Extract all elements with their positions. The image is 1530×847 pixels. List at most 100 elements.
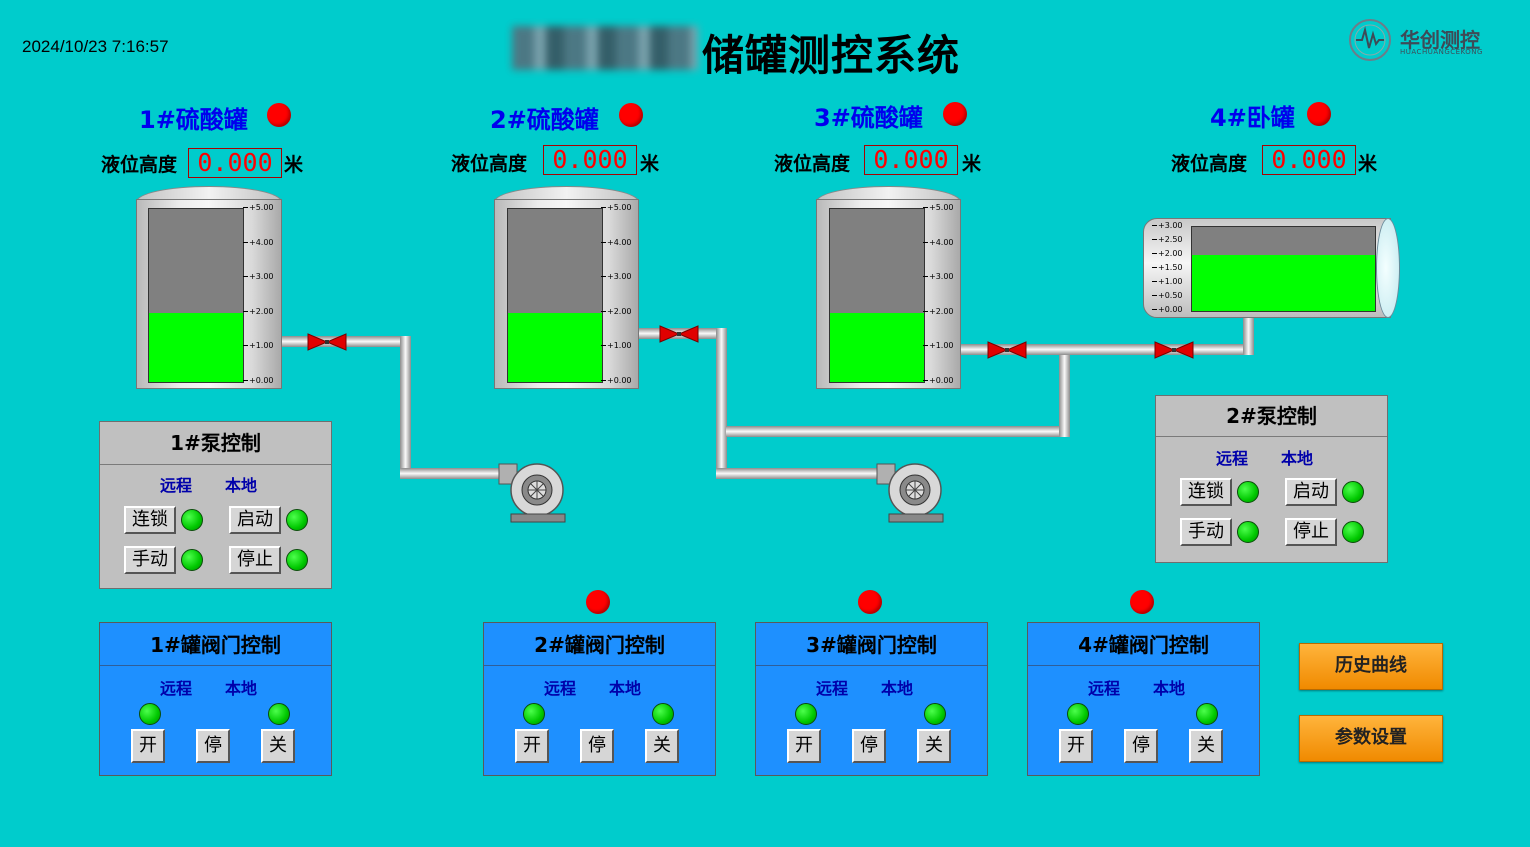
valve-1-close-button[interactable]: 关 [261,729,295,763]
tank-4-level-unit: 米 [1358,153,1378,175]
pipe [726,426,1070,437]
pump-1-icon[interactable] [497,458,569,526]
valve-3-icon[interactable] [986,340,1028,360]
pipe [400,336,411,476]
tank-3-alarm-indicator [943,102,967,126]
scale-tick-label: +0.00 [923,376,954,385]
tank-1-title: 1#硫酸罐 [139,106,248,134]
pump-2-local-label: 本地 [1281,449,1314,468]
pipe [1059,344,1070,437]
scale-tick-label: +2.00 [601,307,632,316]
tank-1-level-fill [149,312,243,382]
tank-4-title: 4#卧罐 [1210,104,1295,132]
scale-tick-label: +5.00 [243,203,274,212]
tank-2-scale: +5.00+4.00+3.00+2.00+1.00+0.00 [601,203,641,385]
pump-2-stop-led [1342,521,1364,543]
valve-4-pause-button[interactable]: 停 [1124,729,1158,763]
scale-tick-label: +4.00 [923,238,954,247]
pump-1-stop-led [286,549,308,571]
pump-1-stop-button[interactable]: 停止 [229,546,281,574]
pump-2-manual-button[interactable]: 手动 [1180,518,1232,546]
tank-4-end-cap [1376,218,1400,318]
valve-4-remote-led [1067,703,1089,725]
tank-2-level-unit: 米 [640,153,660,175]
pump-1-panel-title: 1#泵控制 [100,422,331,465]
scale-tick-label: +1.00 [243,341,274,350]
pump-2-control-panel: 2#泵控制 远程 本地 连锁 启动 手动 停止 [1155,395,1388,563]
valve-3-control-panel: 3#罐阀门控制 远程 本地 开 停 关 [755,622,988,776]
valve-3-alarm-indicator [858,590,882,614]
parameter-settings-button[interactable]: 参数设置 [1299,715,1443,762]
valve-1-open-button[interactable]: 开 [131,729,165,763]
valve-3-open-button[interactable]: 开 [787,729,821,763]
scale-tick-label: +5.00 [601,203,632,212]
scale-tick-label: +3.00 [923,272,954,281]
pump-2-stop-button[interactable]: 停止 [1285,518,1337,546]
datetime-display: 2024/10/23 7:16:57 [22,37,169,56]
pump-1-manual-led [181,549,203,571]
pipe [400,468,510,479]
tank-4-level-fill [1192,254,1375,311]
valve-2-icon[interactable] [658,324,700,344]
valve-3-local-label: 本地 [881,679,914,698]
pump-1-start-led [286,509,308,531]
valve-3-close-button[interactable]: 关 [917,729,951,763]
valve-4-panel-title: 4#罐阀门控制 [1028,623,1259,666]
valve-4-close-button[interactable]: 关 [1189,729,1223,763]
pump-1-remote-label: 远程 [160,476,193,495]
logo-subtitle: HUACHUANGCEKONG [1400,48,1483,56]
valve-3-panel-title: 3#罐阀门控制 [756,623,987,666]
tank-3-level-unit: 米 [962,153,982,175]
pump-2-remote-label: 远程 [1216,449,1249,468]
scale-tick-label: +5.00 [923,203,954,212]
scale-tick-label: +3.00 [243,272,274,281]
tank-4-scale: +3.00+2.50+2.00+1.50+1.00+0.50+0.00 [1152,221,1192,314]
valve-2-close-button[interactable]: 关 [645,729,679,763]
scale-tick-label: +2.00 [243,307,274,316]
valve-4-icon[interactable] [1153,340,1195,360]
valve-4-remote-label: 远程 [1088,679,1121,698]
tank-3-level-value: 0.000 [864,145,958,175]
scale-tick-label: +1.00 [601,341,632,350]
tank-1-level-value: 0.000 [188,148,282,178]
valve-3-remote-label: 远程 [816,679,849,698]
tank-2-alarm-indicator [619,103,643,127]
logo-text: 华创测控 [1400,28,1480,52]
tank-1-level-gauge [148,208,244,383]
tank-4-alarm-indicator [1307,102,1331,126]
valve-2-panel-title: 2#罐阀门控制 [484,623,715,666]
valve-3-remote-led [795,703,817,725]
tank-1-alarm-indicator [267,103,291,127]
pump-1-start-button[interactable]: 启动 [229,506,281,534]
scale-tick-label: +4.00 [601,238,632,247]
tank-3-scale: +5.00+4.00+3.00+2.00+1.00+0.00 [923,203,963,385]
scale-tick-label: +0.50 [1152,291,1183,300]
valve-1-local-label: 本地 [225,679,258,698]
pump-2-start-led [1342,481,1364,503]
valve-4-open-button[interactable]: 开 [1059,729,1093,763]
history-curve-button[interactable]: 历史曲线 [1299,643,1443,690]
valve-1-pause-button[interactable]: 停 [196,729,230,763]
pipe [716,468,888,479]
scale-tick-label: +0.00 [243,376,274,385]
pump-2-icon[interactable] [875,458,947,526]
pump-1-interlock-button[interactable]: 连锁 [124,506,176,534]
scale-tick-label: +2.00 [1152,249,1183,258]
pipe [1243,312,1254,355]
valve-1-icon[interactable] [306,332,348,352]
pump-2-manual-led [1237,521,1259,543]
valve-2-local-label: 本地 [609,679,642,698]
pump-2-panel-title: 2#泵控制 [1156,396,1387,437]
pipe [958,344,1254,355]
valve-3-pause-button[interactable]: 停 [852,729,886,763]
pump-2-interlock-button[interactable]: 连锁 [1180,478,1232,506]
tank-3-level-fill [830,312,924,382]
scale-tick-label: +0.00 [1152,305,1183,314]
pump-2-start-button[interactable]: 启动 [1285,478,1337,506]
tank-2-level-value: 0.000 [543,145,637,175]
valve-2-pause-button[interactable]: 停 [580,729,614,763]
valve-2-open-button[interactable]: 开 [515,729,549,763]
scale-tick-label: +0.00 [601,376,632,385]
pump-1-manual-button[interactable]: 手动 [124,546,176,574]
scale-tick-label: +1.00 [1152,277,1183,286]
